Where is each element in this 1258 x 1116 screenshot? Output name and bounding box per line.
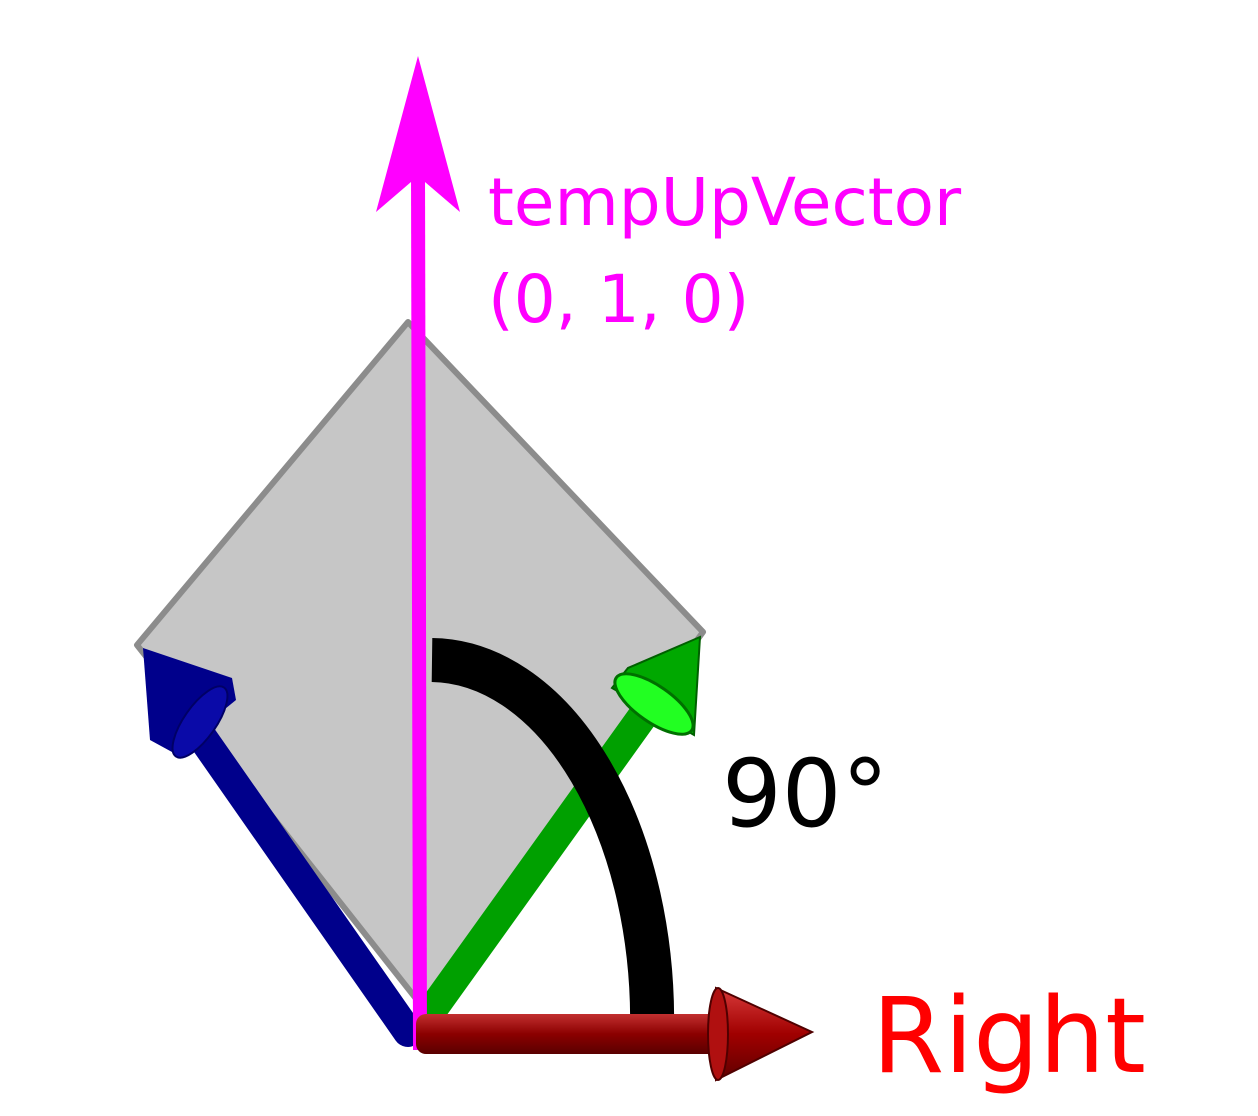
right-vector-shaft — [416, 1014, 728, 1054]
right-vector-arrow — [416, 986, 815, 1082]
up-vector-name-label: tempUpVector — [488, 164, 962, 241]
angle-label: 90° — [722, 740, 889, 849]
blue-vector-arrow — [143, 648, 423, 1047]
right-label: Right — [872, 975, 1146, 1097]
right-vector-head — [715, 986, 815, 1082]
right-vector-cone-base — [707, 987, 729, 1081]
green-vector-cone-base — [613, 672, 695, 736]
angle-arc — [431, 638, 675, 1033]
up-vector-value-label: (0, 1, 0) — [488, 261, 749, 338]
up-vector-shaft — [411, 169, 427, 1051]
blue-vector-cone-base — [171, 685, 229, 759]
blue-vector-head — [143, 648, 236, 752]
green-vector-shaft — [417, 691, 665, 1025]
blue-vector-shaft — [175, 705, 423, 1047]
up-vector-head — [376, 56, 460, 212]
green-vector-arrow — [417, 635, 702, 1025]
up-vector-arrow — [376, 56, 460, 1051]
